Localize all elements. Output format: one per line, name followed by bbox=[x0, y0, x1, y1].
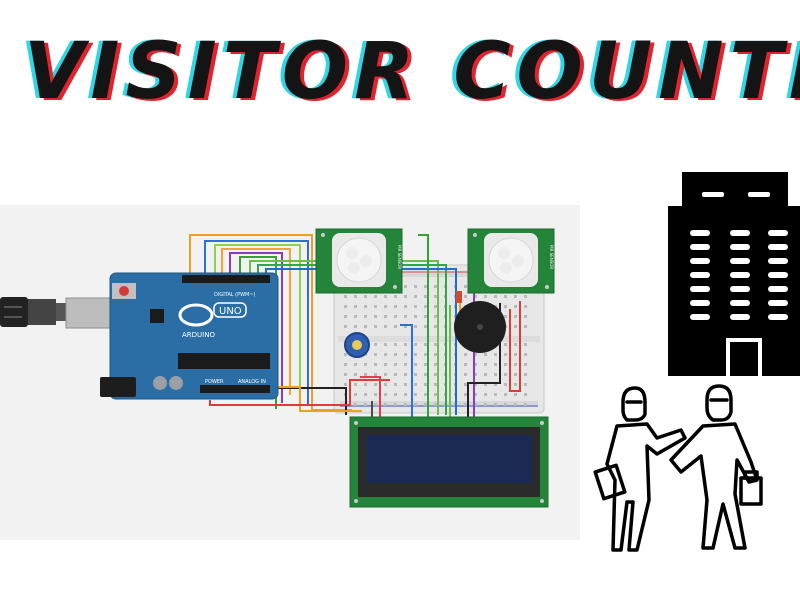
analog-header bbox=[200, 385, 270, 393]
person-right-icon bbox=[669, 384, 763, 550]
digital-header bbox=[182, 275, 270, 283]
arduino-model: UNO bbox=[219, 306, 242, 317]
buzzer bbox=[454, 291, 506, 353]
person-left-icon bbox=[593, 386, 687, 552]
usb-cable bbox=[0, 297, 115, 329]
visitors-icon bbox=[585, 380, 800, 560]
potentiometer bbox=[344, 332, 370, 358]
page-title-graphic: VISITOR COUNTER VISITOR COUNTER VISITOR … bbox=[20, 27, 800, 119]
power-jack bbox=[100, 377, 136, 397]
page-title-shadow-cyan: VISITOR COUNTER bbox=[20, 27, 800, 117]
page-title: VISITOR COUNTER bbox=[24, 27, 800, 117]
circuit-diagram: ARDUINO UNO DIGITAL (PWM~) POWER ANALOG … bbox=[0, 205, 580, 540]
page-title-shadow-red: VISITOR COUNTER bbox=[28, 29, 800, 119]
analog-label: ANALOG IN bbox=[238, 379, 266, 385]
digital-label: DIGITAL (PWM~) bbox=[214, 292, 256, 298]
page-title-wrapper: VISITOR COUNTER VISITOR COUNTER VISITOR … bbox=[14, 14, 800, 119]
microcontroller-chip bbox=[178, 353, 270, 369]
pir-sensor-right: PIR SENSOR bbox=[467, 228, 555, 294]
arduino-brand: ARDUINO bbox=[182, 331, 215, 339]
lcd-display bbox=[349, 416, 549, 508]
pir-sensor-left: PIR SENSOR bbox=[315, 228, 403, 294]
arduino-logo-icon bbox=[178, 303, 214, 327]
power-label: POWER bbox=[205, 379, 224, 385]
building-icon bbox=[664, 172, 800, 376]
pir-right-label: PIR SENSOR bbox=[549, 245, 554, 269]
pir-left-label: PIR SENSOR bbox=[397, 245, 402, 269]
circuit-svg: ARDUINO UNO DIGITAL (PWM~) POWER ANALOG … bbox=[0, 205, 580, 540]
reset-button bbox=[119, 286, 129, 296]
arduino-board: ARDUINO UNO DIGITAL (PWM~) POWER ANALOG … bbox=[100, 272, 279, 400]
lcd-screen bbox=[366, 435, 532, 483]
